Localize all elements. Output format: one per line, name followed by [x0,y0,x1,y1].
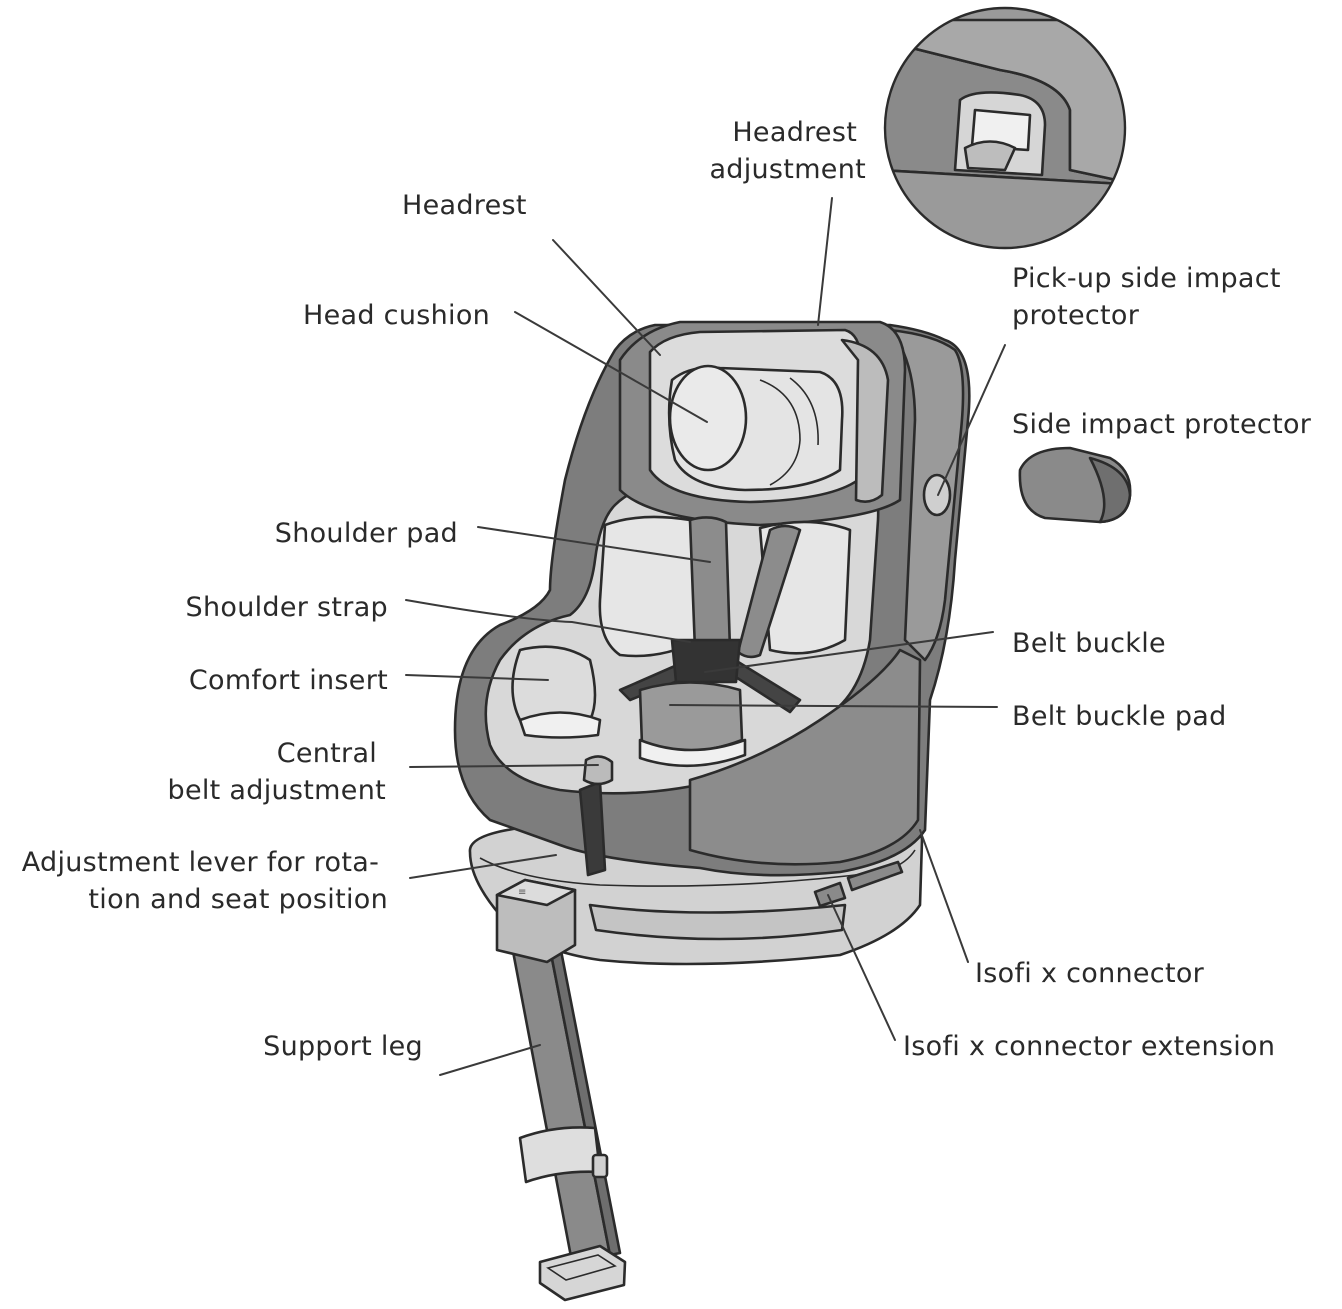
harness [511,515,852,877]
leader-isofix-connector [919,829,969,963]
leader-shoulder-strap [405,599,691,643]
label-head-cushion: Head cushion [303,300,490,331]
label-belt-buckle-pad: Belt buckle pad [1012,701,1227,732]
label-adjustment-lever: Adjustment lever for rota- tion and seat… [22,847,388,915]
leader-belt-buckle [704,631,994,673]
leader-headrest-adjustment [817,197,833,326]
leader-lines [405,197,1006,1076]
car-seat-illustration: ≡ [453,6,1132,1302]
label-support-leg: Support leg [263,1031,423,1062]
label-side-impact-protector: Side impact protector [1012,409,1312,440]
label-isofix-connector: Isofi x connector [975,958,1205,989]
leader-headrest [552,239,661,356]
label-belt-buckle: Belt buckle [1012,628,1166,659]
label-shoulder-pad: Shoulder pad [275,518,458,549]
labels: Headrest adjustment Headrest Head cushio… [22,117,1312,1062]
support-leg-part [506,921,627,1302]
label-headrest: Headrest [402,190,527,221]
seat-cushion-dark [688,648,922,866]
leader-head-cushion [514,311,708,423]
side-impact-protector-part [1018,446,1132,524]
label-shoulder-strap: Shoulder strap [186,592,388,623]
leader-support-leg [439,1044,541,1076]
label-comfort-insert: Comfort insert [189,665,388,696]
leader-adjustment-lever [409,854,557,879]
label-headrest-adjustment: Headrest adjustment [709,117,866,185]
headrest-adjustment-detail [883,6,1127,250]
label-central-belt-adjustment: Central belt adjustment [168,738,386,806]
leader-shoulder-pad [477,526,711,563]
leader-isofix-connector-extension [827,894,896,1041]
leader-pickup-side-impact [937,344,1006,496]
svg-text:≡: ≡ [518,887,526,898]
headrest-part [618,320,907,527]
label-pickup-side-impact: Pick-up side impact protector [1012,263,1290,331]
leader-comfort-insert [405,674,549,681]
label-isofix-connector-extension: Isofi x connector extension [903,1031,1275,1062]
leader-belt-buckle-pad [669,704,998,708]
leader-central-belt-adjustment [409,764,599,768]
